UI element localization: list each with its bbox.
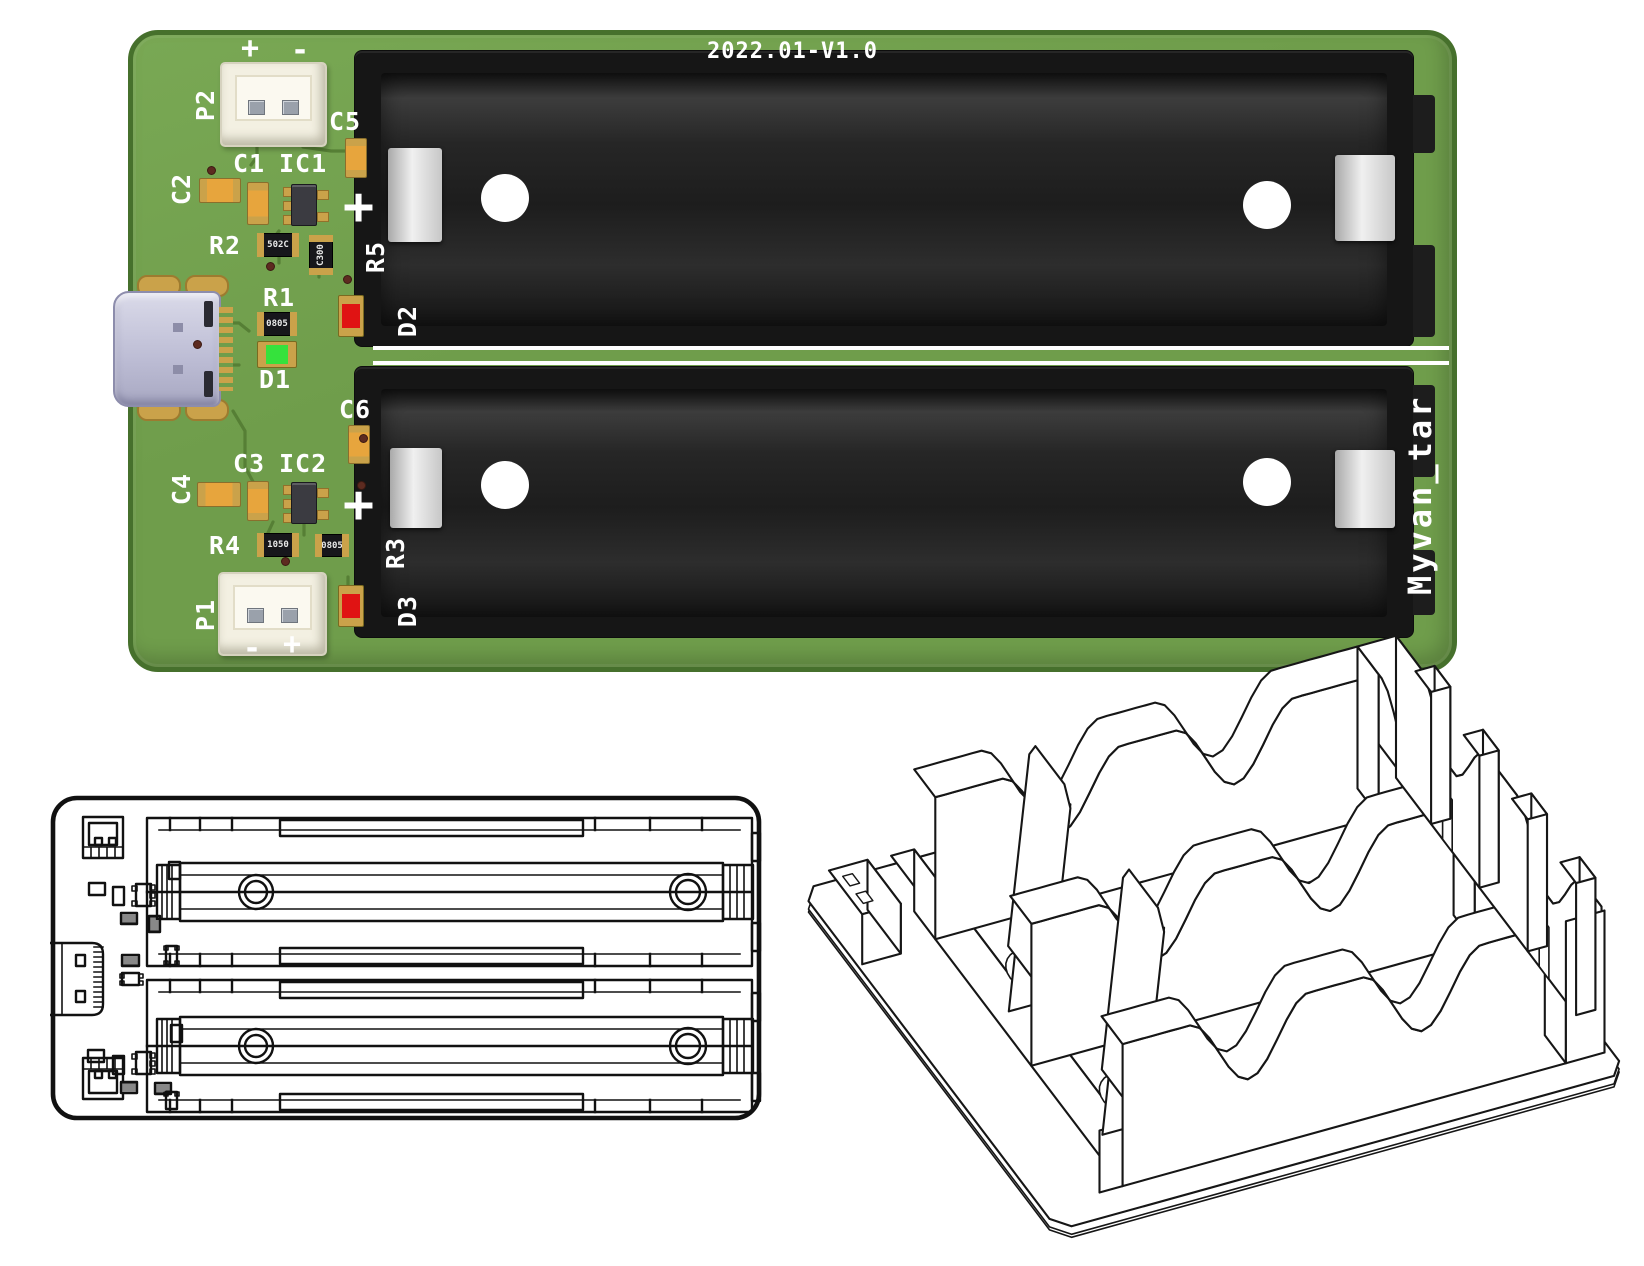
mounting-hole <box>481 461 529 509</box>
top-view-drawing <box>50 795 762 1121</box>
battery-clip <box>1335 450 1395 528</box>
capacitor-c5 <box>345 138 367 178</box>
ic2-pad <box>317 510 329 520</box>
holder-tab <box>1413 550 1435 615</box>
connector-p1 <box>218 572 327 656</box>
iso-path <box>1478 749 1500 889</box>
label-r4: R4 <box>209 531 242 560</box>
label-c5: C5 <box>329 107 362 136</box>
via <box>359 434 368 443</box>
mounting-hole <box>1243 458 1291 506</box>
led-d3 <box>338 585 364 627</box>
battery-frame-1 <box>145 816 762 968</box>
via <box>207 166 216 175</box>
capacitor-c2 <box>199 178 241 203</box>
battery-clip <box>1335 155 1395 241</box>
resistor-r3: 0805 <box>315 534 349 557</box>
iso-path <box>1430 685 1452 826</box>
label-r2: R2 <box>209 231 242 260</box>
iso-path <box>1356 645 1380 818</box>
silkscreen-plus-bay1: + <box>342 177 376 237</box>
connector-pin <box>282 100 299 115</box>
ic1-body <box>291 184 317 226</box>
battery-clip <box>390 448 442 528</box>
usb-pin-row <box>219 307 233 391</box>
usb-mark <box>173 323 183 332</box>
connector-pin <box>247 608 264 623</box>
label-ic2: IC2 <box>279 449 328 478</box>
smd-footprints-lower <box>86 1023 184 1111</box>
battery-holder-bay1 <box>355 51 1413 346</box>
mounting-hole <box>481 174 529 222</box>
holder-tab <box>1413 95 1435 153</box>
ic2-pad <box>317 488 329 498</box>
usb-latch-slot <box>204 301 213 327</box>
capacitor-c3 <box>247 481 269 521</box>
silkscreen-p2-minus: - <box>291 33 311 68</box>
mounting-hole <box>1243 181 1291 229</box>
r2-marking: 502C <box>267 240 289 250</box>
resistor-r1: 0805 <box>257 312 297 336</box>
via <box>357 481 366 490</box>
battery-bay2-cavity <box>381 389 1387 617</box>
usb-latch-slot <box>204 371 213 397</box>
led-d1-chip <box>266 345 288 364</box>
ic1-pad <box>317 190 329 200</box>
label-c6: C6 <box>339 395 372 424</box>
battery-holder-bay2 <box>355 367 1413 637</box>
label-d1: D1 <box>259 365 292 394</box>
led-d2 <box>338 295 364 337</box>
ic1-pad <box>317 212 329 222</box>
iso-path <box>842 873 861 887</box>
battery-bay1-cavity <box>381 73 1387 326</box>
usb-c-connector <box>113 291 233 407</box>
version-text: 2022.01-V1.0 <box>707 39 878 64</box>
r4-marking: 1050 <box>267 540 289 550</box>
iso-path <box>855 890 874 905</box>
silkscreen-p1-minus: - <box>243 631 263 666</box>
via <box>343 275 352 284</box>
iso-path <box>1526 813 1549 953</box>
holder-tab <box>1413 245 1435 337</box>
connector-pin <box>281 608 298 623</box>
connector-cavity <box>233 585 312 630</box>
connector-p2 <box>220 62 327 147</box>
connector-cavity <box>235 75 312 121</box>
iso-path <box>1575 876 1597 1017</box>
pcb-3d-render: 2022.01-V1.0 Myvan_tar + + P2 + - C5 C1 … <box>113 30 1457 672</box>
usb-footprint <box>50 941 105 1017</box>
silkscreen-p1-plus: + <box>283 627 303 662</box>
capacitor-c1 <box>247 182 269 225</box>
label-ic1: IC1 <box>279 149 328 178</box>
resistor-r4: 1050 <box>257 533 299 557</box>
board-outline <box>50 795 762 1121</box>
silkscreen-p2-plus: + <box>241 31 261 66</box>
via <box>193 340 202 349</box>
led-d1 <box>257 341 297 368</box>
silkscreen-divider-line <box>373 361 1449 365</box>
resistor-r2: 502C <box>257 233 299 257</box>
holder-tab <box>1413 385 1435 477</box>
label-r1: R1 <box>263 283 296 312</box>
r1-marking: 0805 <box>266 319 288 329</box>
connector-pin <box>248 100 265 115</box>
led-d3-chip <box>342 594 360 618</box>
battery-clip <box>388 148 442 242</box>
battery-frame-2 <box>145 978 762 1114</box>
r3-marking: 0805 <box>321 540 343 551</box>
via <box>281 557 290 566</box>
usb-mark <box>173 365 183 374</box>
ic2-body <box>291 482 317 524</box>
capacitor-c4 <box>197 482 241 507</box>
led-d2-chip <box>342 304 360 328</box>
resistor-r5: C300 <box>309 235 333 275</box>
via <box>266 262 275 271</box>
label-c3: C3 <box>233 449 266 478</box>
jst-footprint-top <box>81 815 125 860</box>
silkscreen-divider-line <box>373 346 1449 350</box>
label-c1: C1 <box>233 149 266 178</box>
